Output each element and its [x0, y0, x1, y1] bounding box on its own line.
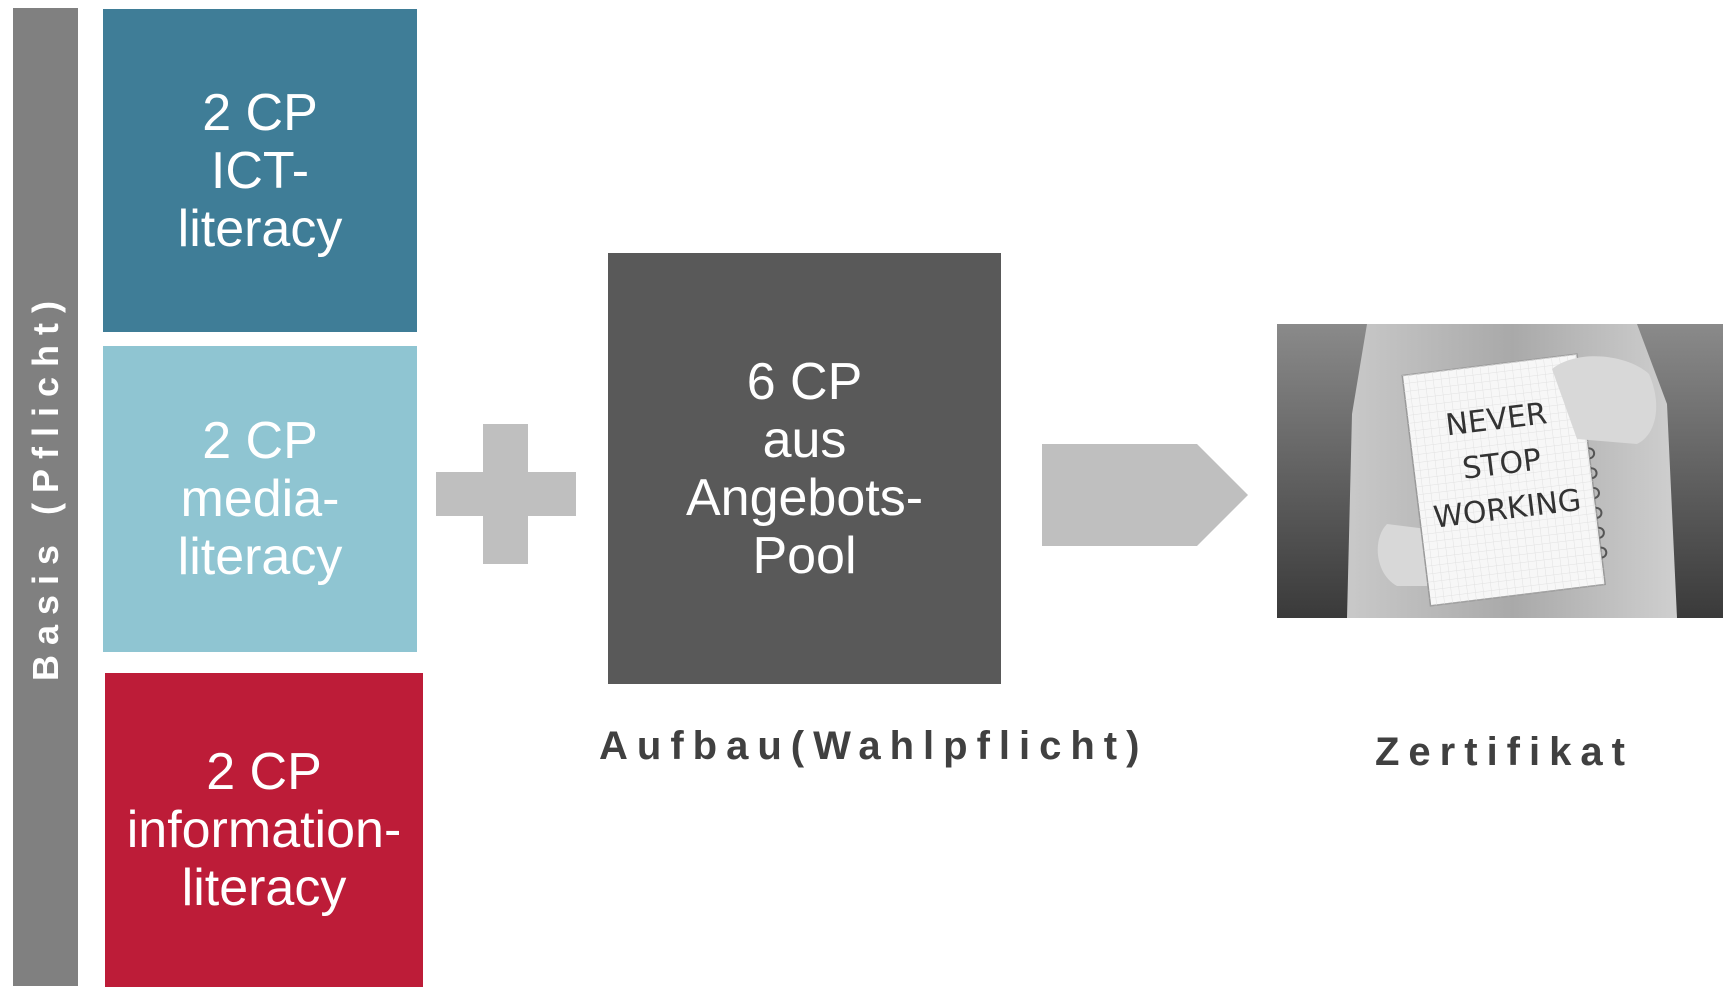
block-angebots-pool: 6 CP aus Angebots- Pool [608, 253, 1001, 684]
block-info-line: literacy [181, 859, 347, 917]
block-pool-line: Angebots- [685, 468, 924, 527]
caption-aufbau: Aufbau(Wahlpflicht) [599, 724, 1149, 768]
block-information-literacy: 2 CP information- literacy [105, 673, 423, 987]
never-stop-working-photo: NEVER STOP WORKING [1277, 324, 1723, 618]
block-ict-line: literacy [177, 199, 343, 258]
block-info-line: 2 CP [206, 743, 322, 801]
block-pool-line: 6 CP [746, 352, 863, 411]
block-info-line: information- [126, 801, 402, 859]
block-pool-line: aus [762, 410, 847, 469]
block-ict-line: ICT- [210, 141, 310, 200]
arrow-right-icon [1042, 444, 1248, 546]
block-media-literacy: 2 CP media- literacy [103, 346, 417, 652]
block-media-line: 2 CP [202, 412, 318, 470]
plus-icon-vertical [483, 424, 528, 564]
caption-zertifikat: Zertifikat [1375, 730, 1634, 774]
block-media-line: media- [180, 470, 340, 528]
block-ict-literacy: 2 CP ICT- literacy [103, 9, 417, 332]
basis-label: Basis (Pflicht) [25, 290, 66, 682]
block-pool-line: Pool [752, 526, 857, 585]
basis-bar [13, 8, 78, 986]
block-ict-line: 2 CP [202, 83, 318, 142]
block-media-line: literacy [177, 528, 343, 586]
